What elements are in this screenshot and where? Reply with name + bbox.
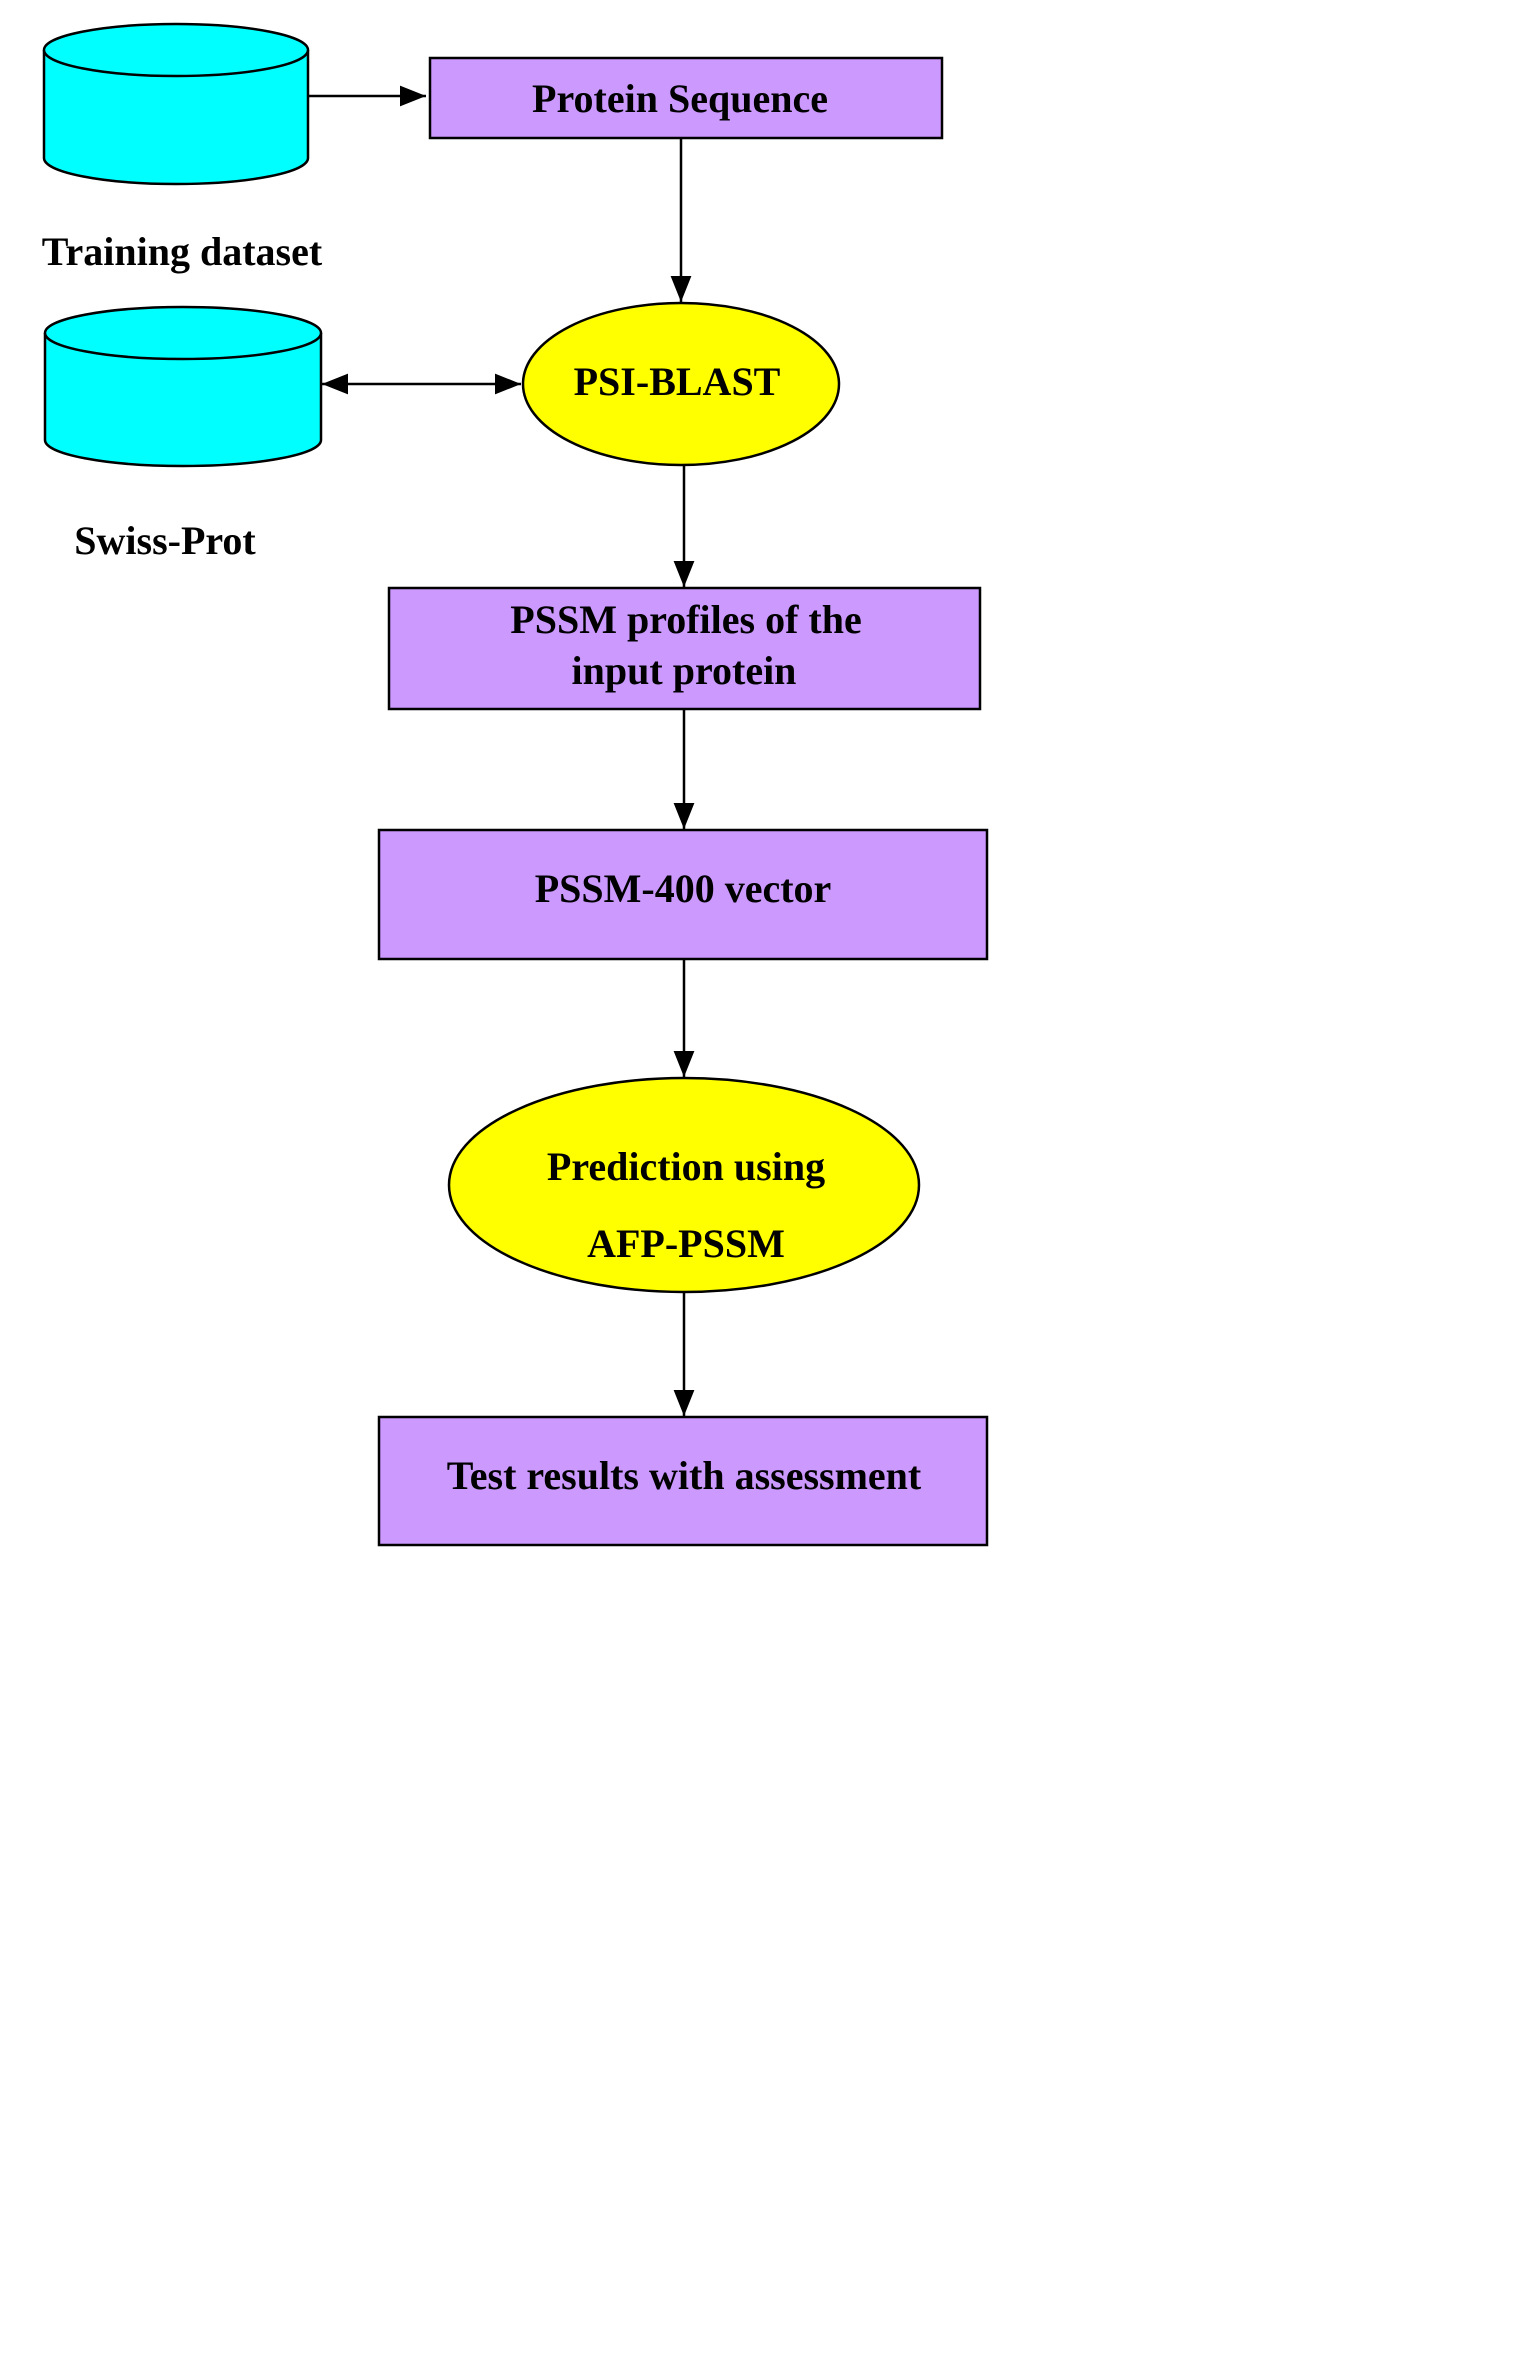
prediction-label-line1: Prediction using [547,1144,825,1189]
prediction-label-line2: AFP-PSSM [587,1221,785,1266]
pssm-profiles-label-line2: input protein [572,648,797,693]
flowchart-svg: Training dataset Swiss-Prot Protein Sequ… [42,22,989,1547]
test-results-box [377,1415,989,1547]
training-dataset-label: Training dataset [42,229,323,274]
protein-sequence-box [428,56,944,140]
protein-sequence-label: Protein Sequence [532,76,828,121]
pssm-400-vector-box [377,828,989,961]
flowchart-canvas: Training dataset Swiss-Prot Protein Sequ… [0,0,1024,1592]
pssm-400-vector-label: PSSM-400 vector [535,866,832,911]
swiss-prot-label: Swiss-Prot [74,518,256,563]
pssm-profiles-box [387,586,982,711]
psi-blast-label: PSI-BLAST [574,359,781,404]
training-dataset-database-icon [42,22,310,186]
swiss-prot-database-icon [43,305,323,468]
psi-blast-ellipse [521,301,841,467]
pssm-profiles-label-line1: PSSM profiles of the [510,597,861,642]
test-results-label: Test results with assessment [447,1453,922,1498]
